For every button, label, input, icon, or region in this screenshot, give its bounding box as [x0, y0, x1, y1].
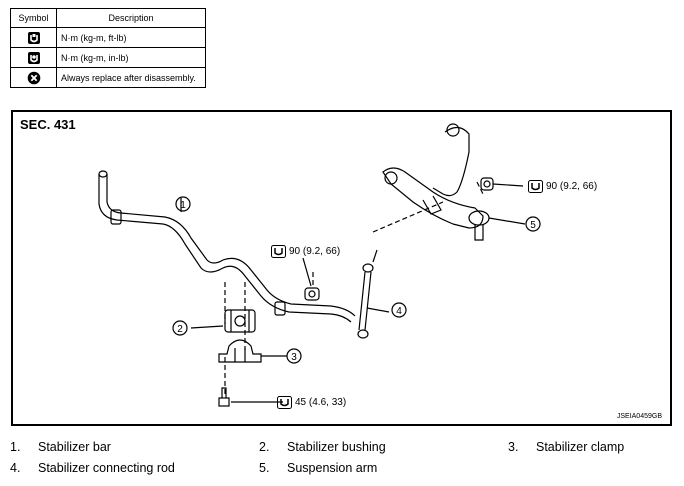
- legend-row: N·m (kg-m, in-lb): [10, 47, 206, 68]
- torque-label-rod-nut: 90 (9.2, 66): [271, 245, 340, 258]
- list-item: 4.Stabilizer connecting rod: [10, 461, 175, 475]
- legend-header-description: Description: [56, 8, 206, 28]
- bar-end-nut: [304, 287, 320, 301]
- legend-description: N·m (kg-m, in-lb): [56, 47, 206, 68]
- list-item: 2.Stabilizer bushing: [259, 440, 386, 454]
- legend-header-symbol: Symbol: [10, 8, 57, 28]
- stabilizer-connecting-rod: [357, 249, 378, 339]
- symbol-legend-table: Symbol Description N·m (kg-m, ft-lb) N·m…: [10, 8, 206, 88]
- callout-3: 3: [291, 352, 297, 363]
- torque-value: 90 (9.2, 66): [289, 246, 341, 257]
- part-name: Stabilizer bar: [38, 440, 111, 454]
- stabilizer-bar: [98, 174, 352, 323]
- torque-value: 90 (9.2, 66): [546, 181, 598, 192]
- callout-4: 4: [396, 306, 402, 317]
- part-name: Stabilizer clamp: [536, 440, 625, 454]
- part-name: Suspension arm: [287, 461, 378, 475]
- legend-description: N·m (kg-m, ft-lb): [56, 27, 206, 48]
- exploded-view-drawing: 1 2 3 4 5: [98, 123, 541, 407]
- callout-1: 1: [180, 200, 186, 211]
- legend-row: Always replace after disassembly.: [10, 67, 206, 88]
- suspension-arm-nut: [480, 177, 494, 191]
- diagram-frame: SEC. 431 JSEIA0459GB: [11, 110, 672, 426]
- callout-5: 5: [530, 220, 536, 231]
- list-item: 5.Suspension arm: [259, 461, 378, 475]
- torque-label-clamp-bolt: 45 (4.6, 33): [277, 396, 346, 409]
- legend-row: N·m (kg-m, ft-lb): [10, 27, 206, 48]
- torque-ft-lb-icon: [271, 245, 286, 258]
- list-item: 3.Stabilizer clamp: [508, 440, 625, 454]
- part-name: Stabilizer connecting rod: [38, 461, 175, 475]
- part-name: Stabilizer bushing: [287, 440, 386, 454]
- torque-ft-lb-icon: [27, 31, 40, 44]
- always-replace-icon: [27, 71, 40, 84]
- clamp-bolt: [218, 387, 230, 407]
- torque-value: 45 (4.6, 33): [295, 397, 347, 408]
- legend-header-row: Symbol Description: [10, 8, 206, 28]
- callout-2: 2: [177, 324, 183, 335]
- legend-description: Always replace after disassembly.: [56, 67, 206, 88]
- stabilizer-clamp: [218, 339, 262, 363]
- suspension-arm: [382, 123, 490, 241]
- torque-ft-lb-icon: [277, 396, 292, 409]
- torque-in-lb-icon: [27, 51, 40, 64]
- list-item: 1.Stabilizer bar: [10, 440, 111, 454]
- section-label: SEC. 431: [20, 117, 76, 132]
- stabilizer-bushing: [224, 309, 256, 333]
- torque-ft-lb-icon: [528, 180, 543, 193]
- diagram-code: JSEIA0459GB: [616, 413, 662, 420]
- torque-label-arm-nut: 90 (9.2, 66): [528, 180, 597, 193]
